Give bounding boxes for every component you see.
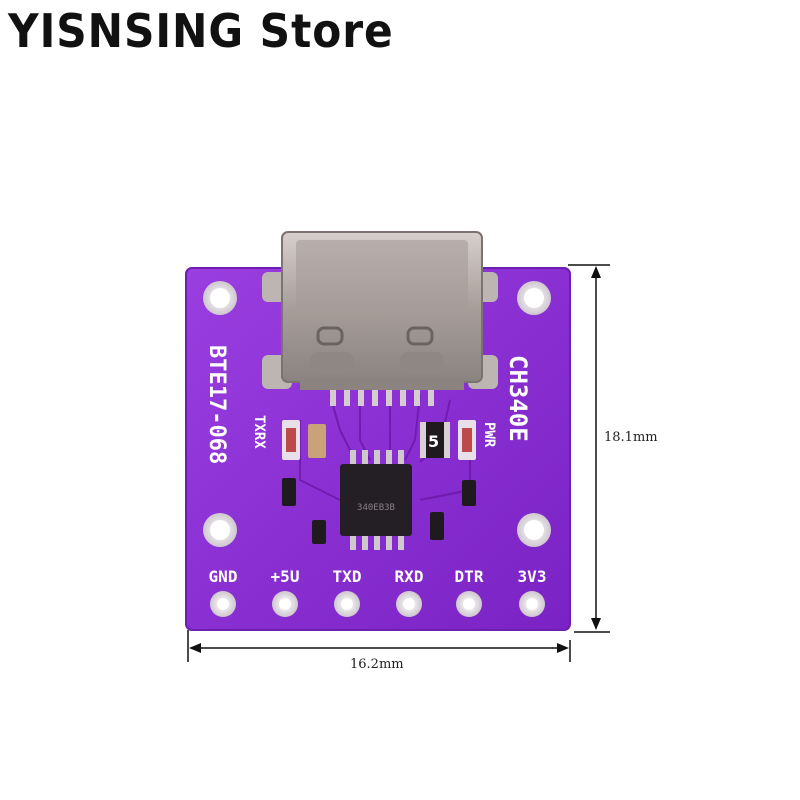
usb-pin-row xyxy=(330,390,434,406)
height-dimension-label: 18.1mm xyxy=(604,430,658,445)
usb-c-connector xyxy=(262,231,498,390)
resistor-code: 5 xyxy=(428,432,439,451)
pin-label-5v: +5U xyxy=(271,567,300,586)
model-label: BTE17-068 xyxy=(204,345,229,464)
pin-label-txd: TXD xyxy=(333,567,362,586)
ch340e-chip xyxy=(340,450,412,550)
pin-header-pads xyxy=(210,591,545,617)
pin-label-3v3: 3V3 xyxy=(518,567,547,586)
chip-marking: 340EB3B xyxy=(357,503,395,513)
dimension-lines xyxy=(187,264,610,662)
mounting-holes xyxy=(203,281,551,547)
store-title: YISNSING Store xyxy=(8,4,394,58)
pin-label-dtr: DTR xyxy=(455,567,484,586)
pin-label-gnd: GND xyxy=(209,567,238,586)
chip-label: CH340E xyxy=(504,355,532,442)
width-dimension-label: 16.2mm xyxy=(350,657,404,672)
dimension-arrows xyxy=(189,266,601,653)
pin-label-rxd: RXD xyxy=(395,567,424,586)
smd-components xyxy=(282,420,476,544)
pwr-label: PWR xyxy=(481,422,497,448)
pin-labels: GND +5U TXD RXD DTR 3V3 xyxy=(209,567,547,586)
txrx-label: TXRX xyxy=(251,415,267,449)
